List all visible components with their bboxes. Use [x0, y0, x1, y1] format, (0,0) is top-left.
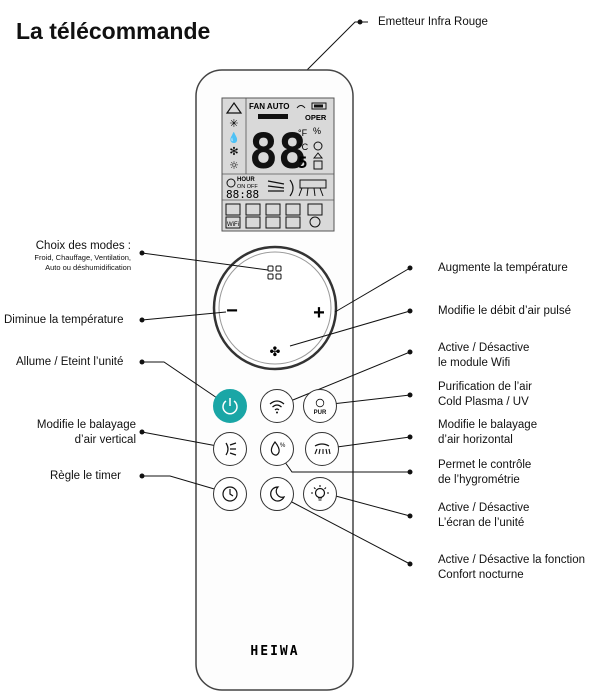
hygro-label-1: Permet le contrôle: [438, 459, 532, 471]
lcd-function-icons: [225, 203, 323, 229]
timer-label: Règle le timer: [50, 470, 121, 482]
hygro-label-2: de l’hygrométrie: [438, 474, 520, 486]
plus-button: +: [313, 302, 325, 324]
lcd-unit-c: °C: [298, 142, 309, 152]
vswing-label-1: Modifie le balayage: [36, 419, 136, 431]
display-button[interactable]: [303, 477, 337, 511]
hygrometry-button[interactable]: %: [260, 432, 294, 466]
temp-up-label: Augmente la température: [438, 262, 568, 274]
power-button[interactable]: [213, 389, 247, 423]
night-label-2: Confort nocturne: [438, 569, 524, 581]
ir-leader-line: [304, 21, 368, 73]
power-label: Allume / Eteint l’unité: [16, 356, 124, 368]
wifi-icon: [269, 400, 285, 414]
ir-leader-dot: [357, 19, 363, 25]
swing-horizontal-lcd-icon: [299, 179, 327, 189]
purification-button[interactable]: PUR: [303, 389, 337, 423]
lcd-time: 88:88: [226, 188, 259, 201]
svg-text:%: %: [280, 443, 286, 449]
clock-icon: [226, 178, 236, 188]
lcd-oper: OPER: [305, 113, 327, 122]
lcd-digit-small: 5: [298, 153, 308, 172]
leader-dots: [139, 250, 413, 567]
pur-label: PUR: [313, 410, 327, 416]
horizontal-swing-button[interactable]: [305, 432, 339, 466]
battery-icon: [311, 102, 327, 110]
purification-icon: [315, 398, 325, 408]
mode-button-icon: [267, 265, 282, 280]
humidity-icon: %: [270, 441, 286, 456]
modes-detail-2: Auto ou déshumidification: [45, 263, 131, 272]
minus-button: −: [226, 300, 238, 322]
hswing-label-2: d’air horizontal: [438, 434, 513, 446]
auto-mode-icon: [225, 101, 243, 114]
horizontal-swing-icon: [314, 443, 331, 455]
lcd-wifi-icon: [296, 105, 306, 109]
lcd-unit-f: °F: [298, 128, 308, 138]
lcd-digits: 88: [249, 124, 307, 180]
wifi-label-1: Active / Désactive: [438, 342, 530, 354]
lcd-percent: %: [313, 126, 321, 136]
clock-icon: [222, 486, 238, 502]
fan-label: Modifie le débit d’air pulsé: [438, 305, 571, 317]
display-label-2: L’écran de l’unité: [438, 517, 525, 529]
vertical-swing-button[interactable]: [213, 432, 247, 466]
ir-label: Emetteur Infra Rouge: [378, 16, 488, 28]
lcd-screen: [221, 97, 335, 232]
modes-detail-1: Froid, Chauffage, Ventilation,: [34, 253, 131, 262]
vertical-swing-icon: [225, 442, 237, 456]
hswing-label-1: Modifie le balayage: [438, 419, 538, 431]
display-label-1: Active / Désactive: [438, 502, 530, 514]
night-label-1: Active / Désactive la fonction: [438, 554, 586, 566]
heat-mode-icon: ☼: [229, 159, 239, 172]
brand-logo: HEIWA: [250, 644, 299, 659]
dry-mode-icon: 💧: [228, 131, 240, 144]
moon-icon: [270, 486, 286, 502]
power-icon: [222, 398, 238, 415]
lcd-hour: HOUR: [237, 177, 255, 183]
sensor-icon: [313, 141, 323, 151]
lcd-fan-auto: FAN AUTO: [249, 102, 289, 111]
swing-vertical-lcd-icon: [267, 180, 285, 192]
wifi-label-2: le module Wifi: [438, 357, 511, 369]
light-bulb-icon: [311, 485, 329, 501]
night-comfort-button[interactable]: [260, 477, 294, 511]
leader-lines: [141, 252, 411, 565]
pur-label-2: Cold Plasma / UV: [438, 396, 529, 408]
filter-icon: [313, 160, 323, 170]
wifi-button[interactable]: [260, 389, 294, 423]
temp-down-label: Diminue la température: [4, 314, 124, 326]
fan-mode-icon: ✻: [229, 145, 238, 158]
page-title: La télécommande: [16, 18, 211, 44]
cool-mode-icon: ✳: [229, 117, 238, 130]
lcd-on-off: ON OFF: [237, 184, 258, 190]
control-dial: [212, 245, 338, 371]
timer-button[interactable]: [213, 477, 247, 511]
warning-icon: [312, 152, 324, 159]
modes-label: Choix des modes :: [35, 240, 131, 252]
vswing-label-2: d’air vertical: [74, 434, 136, 446]
fan-button-icon: ✤: [270, 345, 281, 360]
fan-speed-bars: [258, 114, 288, 119]
lcd-wifi-tag: WiFi: [227, 222, 239, 228]
pur-label-1: Purification de l’air: [438, 381, 532, 393]
